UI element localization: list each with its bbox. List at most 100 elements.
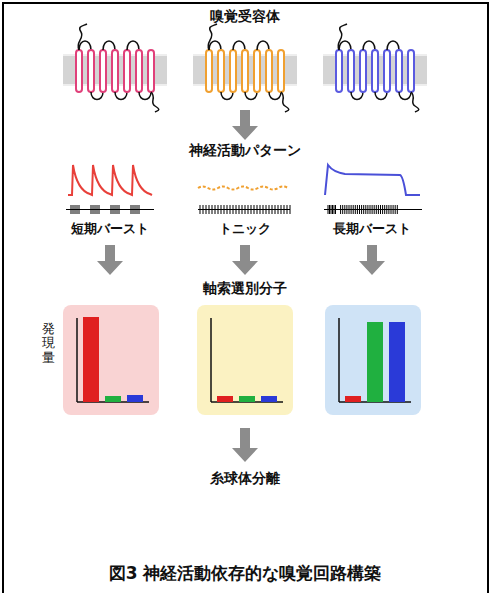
stage-label: 軸索選別分子 <box>203 280 287 298</box>
spike-tick <box>351 205 352 214</box>
bar-charts <box>77 317 411 402</box>
spike-tick <box>260 205 261 214</box>
spike-tick <box>233 205 234 214</box>
spike-tick <box>254 205 255 214</box>
spike-tick <box>275 205 276 214</box>
spike-tick <box>113 205 114 214</box>
spike-tick <box>281 205 282 214</box>
c-terminus <box>151 92 159 112</box>
spike-tick <box>117 205 118 214</box>
spike-tick <box>365 205 366 214</box>
loop <box>339 41 351 50</box>
stage-label: トニック <box>219 220 271 238</box>
spike-tick <box>209 205 210 214</box>
loop <box>351 92 363 100</box>
raster-axis <box>324 209 422 210</box>
activity-traces <box>68 165 420 195</box>
y-axis <box>338 318 340 402</box>
helix <box>254 50 260 92</box>
loop <box>127 41 139 50</box>
spike-tick <box>99 205 100 214</box>
helix <box>100 50 106 92</box>
spike-tick <box>388 205 389 214</box>
helix <box>88 50 94 92</box>
loop <box>257 41 269 50</box>
spike-tick <box>242 205 243 214</box>
bar <box>105 396 121 402</box>
spike-tick <box>344 205 345 214</box>
bar <box>83 317 99 402</box>
spike-tick <box>139 205 140 214</box>
helix <box>112 50 118 92</box>
spike-tick <box>79 205 80 214</box>
spike-tick <box>91 205 92 214</box>
spike-tick <box>111 205 112 214</box>
spike-tick <box>133 205 134 214</box>
helix <box>278 50 284 92</box>
helix <box>76 50 82 92</box>
spike-tick <box>340 205 341 214</box>
bar <box>389 322 405 402</box>
helix <box>136 50 142 92</box>
loop <box>115 92 127 100</box>
loop <box>375 92 387 100</box>
spike-tick <box>349 205 350 214</box>
axis-label: 発現量 <box>42 322 55 365</box>
spike-tick <box>397 205 398 214</box>
helix <box>230 50 236 92</box>
loop <box>269 92 281 100</box>
spike-tick <box>335 205 336 214</box>
stage-label: 長期バースト <box>333 220 411 238</box>
spike-tick <box>393 205 394 214</box>
figure-caption: 図3 神経活動依存的な嗅覚回路構築 <box>109 562 382 585</box>
spike-tick <box>135 205 136 214</box>
spike-tick <box>328 205 329 214</box>
spike-tick <box>71 205 72 214</box>
helix <box>348 50 354 92</box>
receptor-illustrations <box>63 24 427 112</box>
helix <box>408 50 414 92</box>
spike-tick <box>346 205 347 214</box>
spike-tick <box>203 205 204 214</box>
bar <box>261 396 277 402</box>
spike-tick <box>287 205 288 214</box>
spike-tick <box>236 205 237 214</box>
spike-tick <box>395 205 396 214</box>
spike-tick <box>329 205 330 214</box>
spike-tick <box>290 205 291 214</box>
spike-tick <box>73 205 74 214</box>
loop <box>399 92 411 100</box>
spike-tick <box>269 205 270 214</box>
y-axis <box>210 318 212 402</box>
helix <box>372 50 378 92</box>
spike-tick <box>224 205 225 214</box>
spike-tick <box>284 205 285 214</box>
loop <box>387 41 399 50</box>
spike-tick <box>230 205 231 214</box>
helix <box>384 50 390 92</box>
spike-tick <box>376 205 377 214</box>
spike-tick <box>372 205 373 214</box>
loop <box>245 92 257 100</box>
n-terminus <box>208 24 217 50</box>
spike-tick <box>215 205 216 214</box>
spike-tick <box>391 205 392 214</box>
loop <box>233 41 245 50</box>
n-terminus <box>338 24 347 50</box>
spike-tick <box>361 205 362 214</box>
y-axis <box>76 318 78 402</box>
loop <box>103 41 115 50</box>
spike-tick <box>370 205 371 214</box>
spike-tick <box>278 205 279 214</box>
spike-tick <box>206 205 207 214</box>
spike-tick <box>131 205 132 214</box>
helix <box>148 50 154 92</box>
spike-tick <box>378 205 379 214</box>
spike-tick <box>212 205 213 214</box>
helix <box>242 50 248 92</box>
spike-tick <box>353 205 354 214</box>
loop <box>363 41 375 50</box>
spike-tick <box>382 205 383 214</box>
spike-tick <box>115 205 116 214</box>
